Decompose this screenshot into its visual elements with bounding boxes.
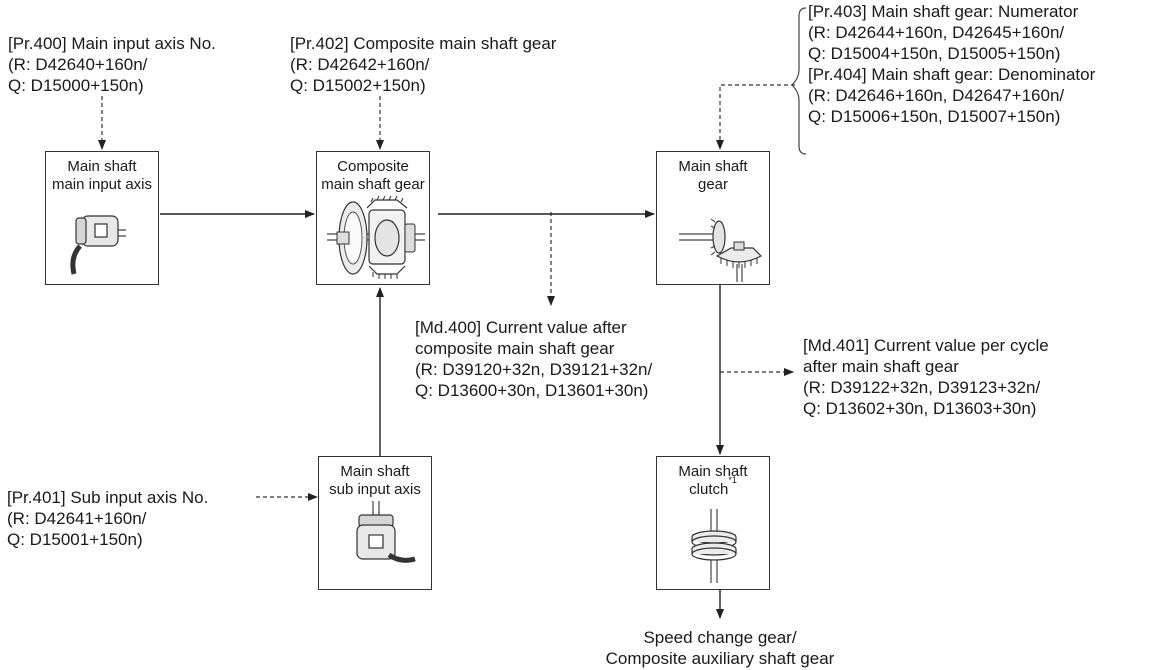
pr403-404-label: [Pr.403] Main shaft gear: Numerator(R: D… bbox=[808, 2, 1096, 126]
encoder-icon bbox=[356, 501, 416, 563]
pr401-label: [Pr.401] Sub input axis No.(R: D42641+16… bbox=[7, 488, 209, 549]
pr402-label: [Pr.402] Composite main shaft gear(R: D4… bbox=[290, 34, 557, 95]
differential-gear-icon bbox=[327, 195, 425, 279]
output-label: Speed change gear/Composite auxiliary sh… bbox=[605, 628, 835, 668]
brace bbox=[791, 7, 807, 155]
clutch-footnote: *1 bbox=[728, 475, 737, 485]
bevel-gear-icon bbox=[679, 218, 762, 282]
pr403-arrow bbox=[716, 84, 795, 150]
pr400-label: [Pr.400] Main input axis No.(R: D42640+1… bbox=[8, 34, 216, 95]
encoder-icon bbox=[70, 215, 126, 275]
clutch-icon bbox=[691, 509, 737, 583]
